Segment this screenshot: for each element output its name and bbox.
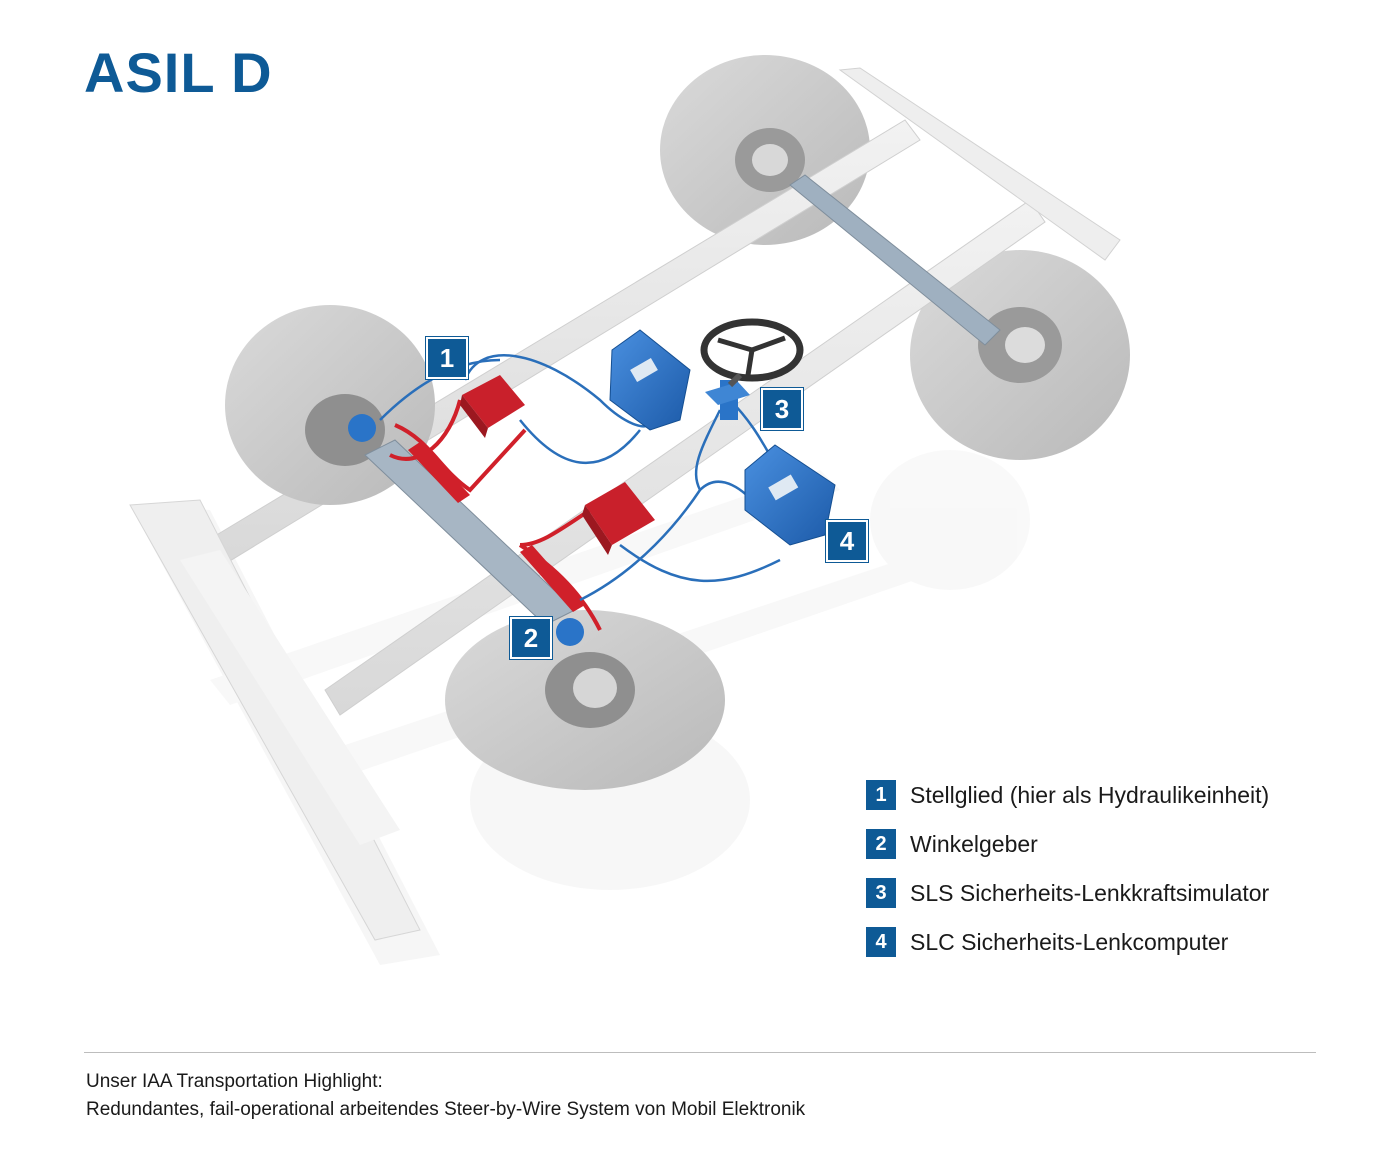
steering-computer-lower xyxy=(744,444,836,546)
legend-item-4: 4 SLC Sicherheits-Lenkcomputer xyxy=(866,927,1269,957)
legend-number: 3 xyxy=(866,878,896,908)
hydraulic-unit-2 xyxy=(582,482,655,555)
legend-number: 4 xyxy=(866,927,896,957)
hydraulic-lines xyxy=(389,399,602,631)
legend-number: 1 xyxy=(866,780,896,810)
legend-label: Stellglied (hier als Hydraulikeinheit) xyxy=(910,781,1270,808)
legend-label: SLC Sicherheits-Lenkcomputer xyxy=(910,928,1229,955)
callout-2: 2 xyxy=(510,617,552,659)
divider xyxy=(84,1052,1316,1053)
legend-label: Winkelgeber xyxy=(910,830,1038,857)
hydraulic-unit-1 xyxy=(460,375,525,438)
caption: Unser IAA Transportation Highlight: Redu… xyxy=(86,1068,805,1124)
chassis-illustration xyxy=(129,55,1130,941)
steering-cylinders xyxy=(408,442,585,612)
page-title: ASIL D xyxy=(84,41,273,104)
callout-3: 3 xyxy=(761,388,803,430)
legend-label: SLS Sicherheits-Lenkkraftsimulator xyxy=(910,879,1270,906)
callout-1: 1 xyxy=(426,337,468,379)
legend-item-2: 2 Winkelgeber xyxy=(866,829,1269,859)
front-right-wheel xyxy=(445,610,725,790)
steering-force-simulator xyxy=(705,380,750,420)
legend: 1 Stellglied (hier als Hydraulikeinheit)… xyxy=(866,780,1269,976)
legend-item-3: 3 SLS Sicherheits-Lenkkraftsimulator xyxy=(866,878,1269,908)
legend-item-1: 1 Stellglied (hier als Hydraulikeinheit) xyxy=(866,780,1269,810)
steering-computer-upper xyxy=(609,329,691,431)
rear-axle xyxy=(789,174,1001,346)
caption-line-2: Redundantes, fail-operational arbeitende… xyxy=(86,1099,806,1120)
steering-wheel-icon xyxy=(700,318,804,388)
legend-number: 2 xyxy=(866,829,896,859)
callout-4: 4 xyxy=(826,520,868,562)
caption-line-1: Unser IAA Transportation Highlight: xyxy=(86,1071,383,1092)
